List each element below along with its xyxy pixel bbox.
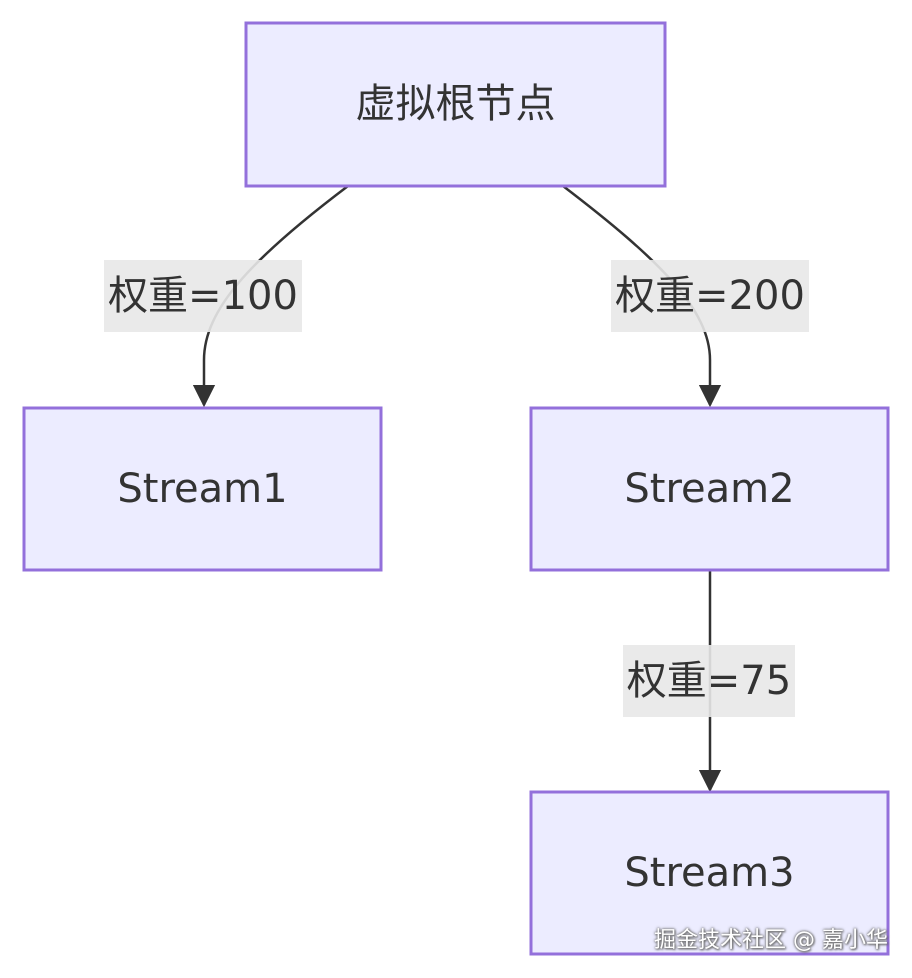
edge-label-200: 权重=200 xyxy=(611,260,809,332)
edge-label-100: 权重=100 xyxy=(104,260,302,332)
node-stream3-label: Stream3 xyxy=(624,850,794,896)
node-stream2: Stream2 xyxy=(529,406,890,572)
edge-label-75: 权重=75 xyxy=(623,645,795,717)
node-stream2-label: Stream2 xyxy=(624,466,794,512)
node-root: 虚拟根节点 xyxy=(244,21,667,188)
node-root-label: 虚拟根节点 xyxy=(356,81,556,127)
edge-label-200-text: 权重=200 xyxy=(615,273,805,319)
watermark: 掘金技术社区 @ 嘉小华 xyxy=(654,928,888,953)
edge-label-100-text: 权重=100 xyxy=(108,273,298,319)
node-stream1-label: Stream1 xyxy=(117,466,287,512)
node-stream1: Stream1 xyxy=(22,406,383,572)
node-stream3: Stream3 xyxy=(529,790,890,956)
edge-label-75-text: 权重=75 xyxy=(627,658,791,704)
